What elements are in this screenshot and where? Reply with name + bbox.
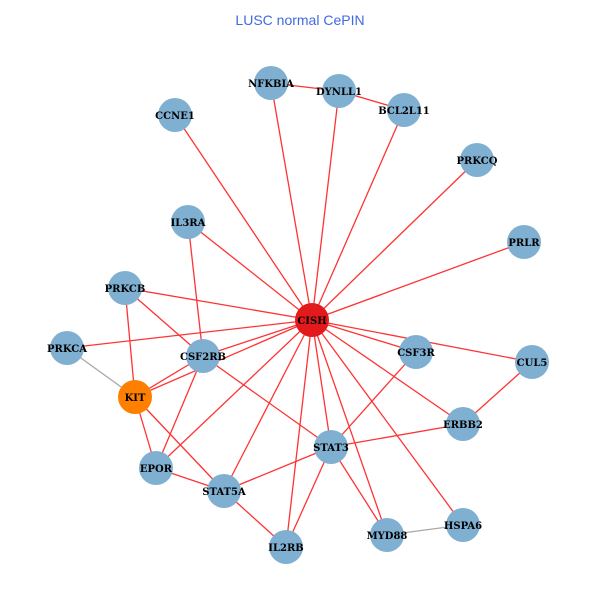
- edge-cish-bcl2l11: [311, 109, 405, 321]
- edge-cish-il2rb: [285, 319, 313, 548]
- node-label: ERBB2: [443, 420, 483, 431]
- node-circle: [158, 98, 192, 132]
- edge-csf2rb-stat3: [202, 355, 332, 448]
- node-circle: [50, 331, 84, 365]
- node-csf3r[interactable]: CSF3R: [397, 335, 435, 369]
- node-cul5[interactable]: CUL5: [515, 345, 549, 379]
- node-label: EPOR: [140, 464, 173, 475]
- node-circle: [108, 271, 142, 305]
- edge-cish-hspa6: [311, 319, 464, 526]
- edge-prkcb-kit: [124, 287, 136, 398]
- node-circle: [399, 335, 433, 369]
- node-label: STAT5A: [202, 487, 246, 498]
- node-circle: [118, 380, 152, 414]
- edge-cish-ccne1: [174, 114, 313, 321]
- node-prkcq[interactable]: PRKCQ: [457, 143, 498, 177]
- node-prkca[interactable]: PRKCA: [47, 331, 87, 365]
- node-label: CISH: [297, 316, 326, 327]
- node-circle: [322, 74, 356, 108]
- edge-cish-csf3r: [311, 319, 417, 353]
- node-circle: [314, 430, 348, 464]
- edge-stat3-myd88: [330, 446, 388, 536]
- node-label: HSPA6: [444, 521, 482, 532]
- node-label: PRKCQ: [457, 156, 498, 167]
- edge-cish-stat5a: [223, 319, 313, 492]
- node-il2rb[interactable]: IL2RB: [268, 530, 304, 564]
- edge-cish-nfkbia: [270, 82, 313, 321]
- edge-cish-prkcq: [311, 159, 478, 321]
- node-circle: [139, 451, 173, 485]
- edge-prkcb-csf2rb: [124, 287, 204, 357]
- node-circle: [507, 225, 541, 259]
- edge-stat5a-stat3: [223, 446, 332, 492]
- edge-cish-csf2rb: [202, 319, 313, 357]
- node-label: PRLR: [508, 238, 540, 249]
- node-circle: [370, 518, 404, 552]
- node-label: MYD88: [367, 531, 408, 542]
- node-bcl2l11[interactable]: BCL2L11: [378, 93, 430, 127]
- node-dynll1[interactable]: DYNLL1: [316, 74, 362, 108]
- edge-cish-stat3: [311, 319, 332, 448]
- node-label: CSF3R: [397, 348, 435, 359]
- node-circle: [207, 474, 241, 508]
- node-stat3[interactable]: STAT3: [313, 430, 349, 464]
- node-hspa6[interactable]: HSPA6: [444, 508, 482, 542]
- edge-cish-erbb2: [311, 319, 464, 425]
- figure-title: LUSC normal CePIN: [235, 12, 365, 28]
- node-label: PRKCA: [47, 344, 87, 355]
- node-circle: [171, 205, 205, 239]
- node-label: IL3RA: [171, 218, 206, 229]
- node-label: PRKCB: [105, 284, 146, 295]
- node-stat5a[interactable]: STAT5A: [202, 474, 246, 508]
- node-label: CCNE1: [155, 111, 195, 122]
- node-kit[interactable]: KIT: [118, 380, 152, 414]
- edge-cish-il3ra: [187, 221, 313, 321]
- node-circle: [269, 530, 303, 564]
- node-circle: [295, 303, 329, 337]
- node-label: KIT: [125, 393, 146, 404]
- node-erbb2[interactable]: ERBB2: [443, 407, 483, 441]
- node-epor[interactable]: EPOR: [139, 451, 173, 485]
- edge-stat3-erbb2: [330, 423, 464, 448]
- node-label: IL2RB: [268, 543, 303, 554]
- edge-cish-prkca: [66, 319, 313, 349]
- node-label: NFKBIA: [248, 79, 294, 90]
- edge-cish-dynll1: [311, 90, 340, 321]
- node-circle: [387, 93, 421, 127]
- node-circle: [515, 345, 549, 379]
- node-label: DYNLL1: [316, 87, 362, 98]
- edge-kit-stat5a: [134, 396, 225, 492]
- node-circle: [254, 66, 288, 100]
- node-cish[interactable]: CISH: [295, 303, 329, 337]
- node-prkcb[interactable]: PRKCB: [105, 271, 146, 305]
- edge-cish-epor: [155, 319, 313, 469]
- edge-cish-myd88: [311, 319, 388, 536]
- node-csf2rb[interactable]: CSF2RB: [180, 339, 226, 373]
- node-label: CSF2RB: [180, 352, 226, 363]
- node-circle: [460, 143, 494, 177]
- node-prlr[interactable]: PRLR: [507, 225, 541, 259]
- node-nfkbia[interactable]: NFKBIA: [248, 66, 294, 100]
- node-label: BCL2L11: [378, 106, 430, 117]
- node-label: CUL5: [517, 358, 548, 369]
- edge-stat3-il2rb: [285, 446, 332, 548]
- node-circle: [446, 407, 480, 441]
- edge-cish-kit: [134, 319, 313, 398]
- edge-cish-prkcb: [124, 287, 313, 321]
- node-myd88[interactable]: MYD88: [367, 518, 408, 552]
- edge-il3ra-csf2rb: [187, 221, 204, 357]
- node-il3ra[interactable]: IL3RA: [171, 205, 206, 239]
- node-label: STAT3: [313, 443, 349, 454]
- node-circle: [186, 339, 220, 373]
- node-circle: [446, 508, 480, 542]
- edge-stat3-csf3r: [330, 351, 417, 448]
- edge-csf2rb-epor: [155, 355, 204, 469]
- node-ccne1[interactable]: CCNE1: [155, 98, 195, 132]
- edge-cish-prlr: [311, 241, 525, 321]
